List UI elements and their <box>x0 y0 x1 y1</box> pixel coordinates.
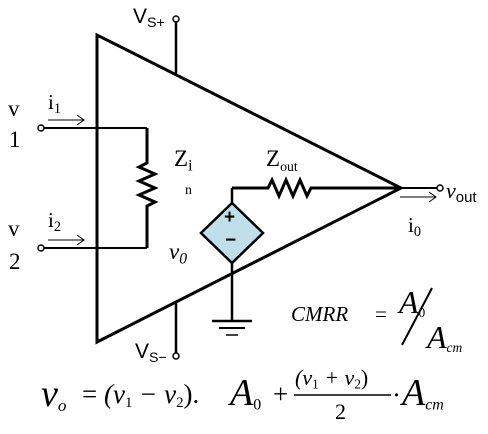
formula-acm-main: A <box>402 372 426 414</box>
formula-acm-sub: cm <box>425 396 444 414</box>
v0-main: v <box>169 239 180 264</box>
formula-lhs: vo <box>41 375 66 414</box>
formula-plus: + <box>273 379 289 409</box>
vout-sub: out <box>455 189 477 207</box>
source-plus-sign: + <box>224 207 236 228</box>
i1-arrow-head <box>76 114 85 126</box>
v1-number: 1 <box>9 127 21 152</box>
zout-label: Zout <box>266 147 298 174</box>
formula-acm: Acm <box>402 374 444 413</box>
formula-diff-s2: 2 <box>176 395 184 412</box>
vs-plus-sub: S+ <box>147 14 165 31</box>
i2-main: i <box>48 208 54 232</box>
v0-sub: 0 <box>179 250 188 268</box>
i1-label: i1 <box>48 90 61 117</box>
formula-difference: (v1 − v2). <box>104 381 199 411</box>
formula-lhs-main: v <box>41 373 58 415</box>
i0-sub: 0 <box>413 223 421 240</box>
cmrr-equals: = <box>375 302 387 326</box>
formula-equals: = <box>82 379 98 409</box>
i0-arrow-head <box>428 191 437 203</box>
i2-sub: 2 <box>53 218 61 235</box>
vs-minus-main: V <box>135 340 150 363</box>
op-amp-triangle <box>95 32 405 345</box>
cmrr-den-main: A <box>427 319 447 355</box>
formula-a0: A0 <box>230 374 261 413</box>
i2-arrow-head <box>76 234 85 246</box>
v1-letter: v <box>8 96 20 121</box>
cmrr-num-sub: 0 <box>418 304 426 320</box>
formula-frac-open: (v <box>295 365 313 390</box>
vout-main: v <box>446 178 456 203</box>
formula-frac-s1: 1 <box>312 376 319 392</box>
cmrr-lhs: CMRR <box>291 302 349 326</box>
formula-frac-s2: 2 <box>354 376 361 392</box>
zin-sub: i <box>188 157 193 175</box>
formula-frac-plus: + v <box>318 365 355 390</box>
zin-label: Zi <box>174 147 192 174</box>
i2-label: i2 <box>48 208 61 235</box>
vs-plus-label: VS+ <box>133 6 165 30</box>
vs-minus-label: VS− <box>135 341 167 365</box>
formula-diff-minus: − v <box>132 379 177 409</box>
cmrr-den-sub: cm <box>446 339 463 355</box>
formula-frac-close: ) <box>360 365 369 390</box>
v2-letter: v <box>8 216 20 241</box>
formula-a0-main: A <box>230 372 254 414</box>
vs-minus-terminal <box>172 352 180 360</box>
i1-sub: 1 <box>53 100 61 117</box>
zin-n: n <box>185 183 192 198</box>
formula-fraction-numerator: (v1 + v2) <box>295 367 368 391</box>
i0-main: i <box>408 213 414 237</box>
i0-label: i0 <box>408 213 421 240</box>
formula-a0-sub: 0 <box>253 396 262 414</box>
vout-label: vout <box>446 180 477 206</box>
formula-diff-open: (v <box>104 379 125 409</box>
formula-lhs-sub: o <box>57 395 67 415</box>
source-minus-sign: − <box>225 230 237 251</box>
i1-main: i <box>48 90 54 114</box>
v0-label: v0 <box>169 240 187 267</box>
v1-terminal <box>37 124 45 132</box>
vs-plus-main: V <box>133 5 148 28</box>
cmrr-numerator: A0 <box>399 286 425 319</box>
vs-plus-terminal <box>172 15 180 23</box>
zin-resistor <box>135 128 159 248</box>
zout-sub: out <box>280 158 298 174</box>
zin-main: Z <box>174 146 189 171</box>
zout-main: Z <box>266 146 281 171</box>
formula-diff-close: ). <box>183 379 200 409</box>
v2-number: 2 <box>9 249 21 274</box>
formula-diff-s1: 1 <box>124 395 133 412</box>
cmrr-fraction-slash <box>401 287 433 346</box>
cmrr-num-main: A <box>399 284 419 320</box>
vs-minus-sub: S− <box>149 349 167 366</box>
zout-resistor <box>232 176 401 200</box>
formula-dot: · <box>392 380 401 410</box>
vout-terminal <box>436 184 444 192</box>
cmrr-denominator: Acm <box>427 321 462 354</box>
formula-fraction-denominator: 2 <box>335 399 346 424</box>
v2-terminal <box>37 244 45 252</box>
